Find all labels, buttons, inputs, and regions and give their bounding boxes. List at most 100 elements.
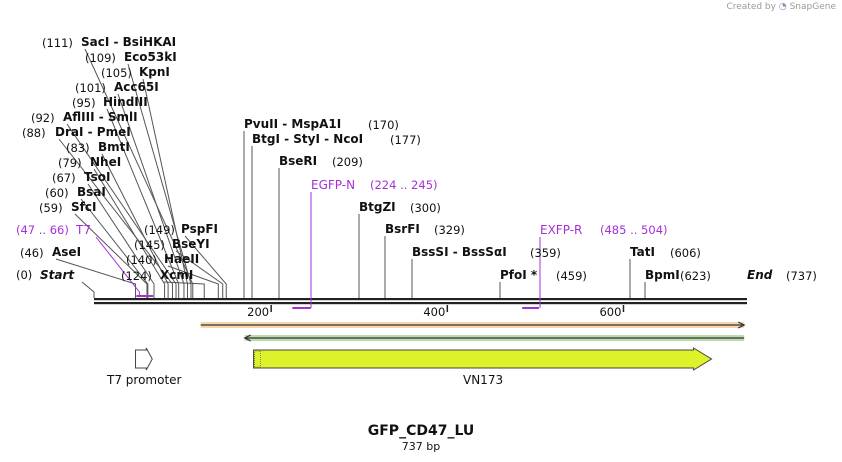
enzyme-cut-line: [66, 123, 177, 298]
credit-prefix: Created by: [726, 2, 776, 12]
enzyme-position: (95): [72, 96, 96, 110]
enzyme-name: BseRI: [279, 154, 318, 168]
leader-lines: [55, 48, 646, 298]
enzyme-name: KpnI: [139, 65, 170, 79]
enzyme-cut-line: [93, 168, 166, 298]
enzyme-position: (79): [58, 156, 82, 170]
start-connector: [81, 281, 95, 298]
enzyme-position: (111): [42, 36, 73, 50]
orf-arrows: [200, 321, 746, 342]
enzyme-name: TatI: [630, 245, 655, 259]
enzyme-name: BsrFI: [385, 222, 420, 236]
primer-range: (224 .. 245): [370, 178, 438, 192]
ruler-tick-label: 200: [247, 305, 270, 319]
enzyme-name: SfcI: [71, 200, 97, 214]
feature-vn173-arrow: [253, 347, 713, 371]
enzyme-name: BtgZI: [359, 200, 396, 214]
enzyme-name: DraI - PmeI: [55, 125, 131, 139]
sequence-length: 737 bp: [401, 440, 441, 453]
orf-arrowhead: [243, 334, 252, 342]
backbone-bottom-strand: [94, 302, 747, 305]
enzyme-name: BsaI: [77, 185, 106, 199]
primer-connector: [95, 236, 140, 296]
enzyme-position: (140): [126, 253, 157, 267]
enzyme-position: (46): [20, 246, 44, 260]
feature-t7-promoter-label: T7 promoter: [107, 373, 182, 387]
enzyme-name: BssSI - BssSαI: [412, 245, 507, 259]
enzyme-name: PfoI *: [500, 268, 538, 282]
enzyme-cut-line: [84, 48, 194, 298]
start-label: Start: [40, 268, 75, 282]
primer-range: (485 .. 504): [600, 223, 668, 237]
dna-backbone: [94, 298, 747, 305]
enzyme-name: BseYI: [172, 237, 210, 251]
feature-t7-promoter-arrow: [135, 347, 153, 371]
enzyme-position: (59): [39, 201, 63, 215]
enzyme-position: (105): [101, 66, 132, 80]
ruler: [270, 305, 625, 312]
feature-hatch: [254, 350, 261, 368]
enzyme-position: (329): [434, 223, 465, 237]
primer-name: EXFP-R: [540, 223, 583, 237]
enzyme-position: (149): [144, 223, 175, 237]
enzyme-cut-line: [184, 235, 227, 298]
enzyme-position: (83): [66, 141, 90, 155]
enzyme-name: NheI: [90, 155, 122, 169]
enzyme-position: (170): [368, 118, 399, 132]
enzyme-position: (60): [45, 186, 69, 200]
snapgene-credit: Created by ◔ SnapGene: [726, 2, 836, 12]
enzyme-position: (109): [85, 51, 116, 65]
snapgene-logo-icon: ◔: [778, 2, 787, 12]
enzyme-position: (92): [31, 111, 55, 125]
end-label: End: [747, 268, 773, 282]
enzyme-name: BtgI - StyI - NcoI: [252, 132, 364, 146]
feature-arrows: [135, 347, 713, 371]
ruler-tick-label: 600: [599, 305, 622, 319]
enzyme-cut-line: [101, 153, 169, 298]
enzyme-cut-line: [80, 198, 149, 298]
primer-name: EGFP-N: [311, 178, 356, 192]
backbone-top-strand: [94, 298, 747, 301]
enzyme-name: AflIII - SmlI: [63, 110, 138, 124]
enzyme-position: (145): [134, 238, 165, 252]
orf-arrowhead: [737, 321, 746, 329]
enzyme-cut-line: [163, 281, 205, 298]
sequence-title: GFP_CD47_LU: [367, 423, 475, 439]
enzyme-position: (623): [680, 269, 711, 283]
enzyme-position: (359): [530, 246, 561, 260]
enzyme-cut-line: [74, 213, 148, 298]
enzyme-name: TsoI: [84, 170, 111, 184]
enzyme-name: HaeII: [164, 252, 200, 266]
enzyme-position: (177): [390, 133, 421, 147]
primer-range: (47 .. 66): [16, 223, 69, 237]
enzyme-name: AseI: [52, 245, 82, 259]
enzyme-position: (209): [332, 155, 363, 169]
primer-name: T7: [76, 223, 91, 237]
enzyme-name: PspFI: [181, 222, 218, 236]
credit-brand: SnapGene: [789, 2, 836, 12]
enzyme-cut-line: [55, 258, 137, 298]
start-position: (0): [16, 268, 33, 282]
enzyme-cut-line: [167, 265, 219, 298]
enzyme-cut-line: [175, 250, 224, 298]
enzyme-name: XcmI: [160, 268, 194, 282]
enzyme-cut-line: [106, 108, 180, 298]
feature-vn173-label: VN173: [463, 373, 504, 387]
enzyme-position: (606): [670, 246, 701, 260]
primer-bars: [95, 192, 541, 309]
enzyme-name: HindIII: [103, 95, 148, 109]
enzyme-cut-line: [117, 93, 185, 298]
enzyme-name: Eco53kI: [124, 50, 177, 64]
enzyme-cut-line: [87, 183, 155, 298]
ruler-tick-label: 400: [423, 305, 446, 319]
enzyme-position: (101): [75, 81, 106, 95]
enzyme-position: (124): [121, 269, 152, 283]
enzyme-cut-line: [127, 63, 192, 298]
enzyme-name: BmtI: [98, 140, 130, 154]
enzyme-name: Acc65I: [114, 80, 159, 94]
enzyme-position: (88): [22, 126, 46, 140]
enzyme-name: BpmI: [645, 268, 680, 282]
enzyme-position: (459): [556, 269, 587, 283]
enzyme-cut-line: [58, 138, 174, 298]
